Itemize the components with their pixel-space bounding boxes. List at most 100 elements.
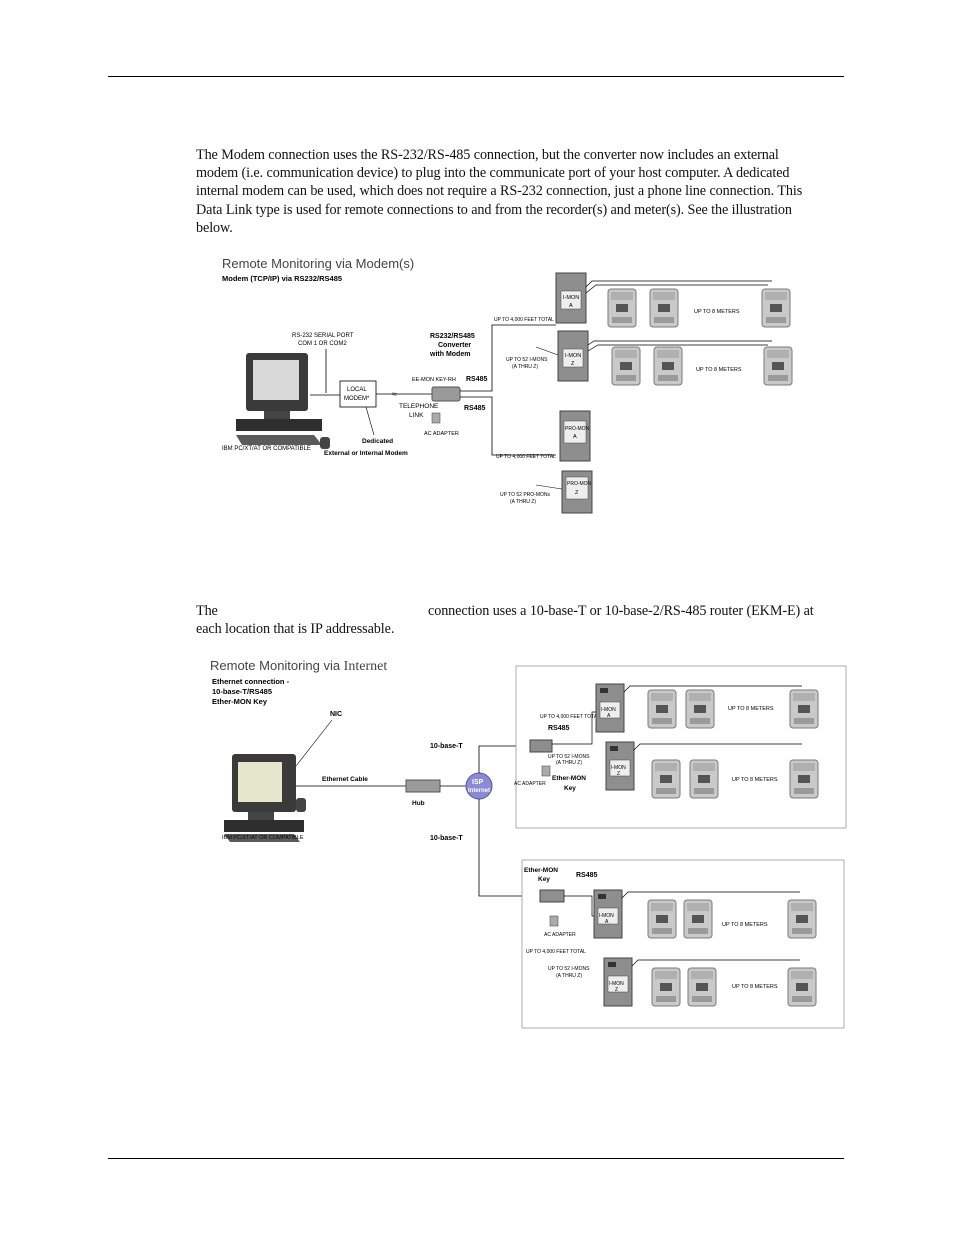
diagram-subtitle: Ethernet connection - bbox=[212, 677, 290, 686]
local-modem-label: MODEM* bbox=[344, 396, 370, 402]
telephone-label: LINK bbox=[409, 412, 424, 419]
ether-mon-key bbox=[539, 889, 565, 903]
meters-label: UP TO 8 METERS bbox=[732, 984, 778, 990]
meter-icon bbox=[651, 759, 681, 799]
hub-label: Hub bbox=[412, 800, 425, 807]
local-modem-label: LOCAL bbox=[347, 387, 367, 393]
meter-icon bbox=[685, 689, 715, 729]
imon-z-device: I-MON Z bbox=[603, 957, 633, 1007]
meter-icon bbox=[649, 288, 679, 328]
meter-icon bbox=[789, 689, 819, 729]
header-rule bbox=[108, 76, 844, 77]
meters-label: UP TO 8 METERS bbox=[732, 777, 778, 783]
imon-z-device: I-MON Z bbox=[605, 741, 635, 791]
meter-icon bbox=[689, 759, 719, 799]
hub-device bbox=[405, 779, 441, 793]
svg-text:Z: Z bbox=[617, 771, 620, 777]
svg-text:PRO-MON: PRO-MON bbox=[565, 426, 590, 432]
meter-icon bbox=[687, 967, 717, 1007]
text-line: internal modem can be used, which does n… bbox=[196, 183, 803, 200]
converter-label: RS232/RS485 bbox=[430, 333, 475, 340]
meters-label: UP TO 8 METERS bbox=[728, 706, 774, 712]
com-ports-label: COM 1 OR COM2 bbox=[298, 341, 347, 347]
svg-text:ISP: ISP bbox=[472, 779, 484, 786]
distance-label: UP TO 4,000 FEET TOTAL bbox=[496, 454, 556, 460]
computer-icon bbox=[224, 754, 306, 842]
rs485-label: RS485 bbox=[576, 872, 598, 879]
svg-text:I-MON: I-MON bbox=[599, 913, 614, 919]
svg-text:A: A bbox=[607, 713, 611, 719]
meter-icon bbox=[789, 759, 819, 799]
count-label: UP TO 52 I-MONS bbox=[506, 357, 548, 363]
ethernet-paragraph: The connection uses a 10-base-T or 10-ba… bbox=[196, 602, 836, 638]
converter-label: with Modem bbox=[429, 351, 470, 358]
local-modem-box: LOCAL MODEM* bbox=[339, 380, 377, 408]
meters-label: UP TO 8 METERS bbox=[696, 367, 742, 373]
distance-label: UP TO 4,000 FEET TOTAL bbox=[494, 317, 554, 323]
rs485-label: RS485 bbox=[464, 405, 486, 412]
text-line: below. bbox=[196, 219, 233, 236]
distance-label: UP TO 4,000 FEET TOTAL bbox=[526, 949, 586, 955]
svg-text:PRO-MON: PRO-MON bbox=[567, 481, 592, 487]
svg-text:Internet: Internet bbox=[468, 788, 490, 794]
meter-icon bbox=[647, 899, 677, 939]
svg-text:A: A bbox=[569, 303, 573, 309]
diagram-subtitle: 10-base-T/RS485 bbox=[212, 687, 272, 696]
count-label: UP TO 52 PRO-MONs bbox=[500, 492, 551, 498]
diagram-subtitle: Ether-MON Key bbox=[212, 697, 268, 706]
svg-text:Z: Z bbox=[615, 987, 618, 993]
ac-adapter-label: AC ADAPTER bbox=[514, 781, 546, 787]
meter-icon bbox=[763, 346, 793, 386]
cable-label: Ethernet Cable bbox=[322, 776, 368, 783]
promon-z-device: PRO-MON Z bbox=[561, 470, 593, 514]
count-label: (A THRU Z) bbox=[556, 973, 582, 979]
distance-label: UP TO 4,000 FEET TOTAL bbox=[540, 714, 600, 720]
svg-text:Z: Z bbox=[575, 490, 579, 496]
imon-a-device: I-MON A bbox=[593, 889, 623, 939]
meter-icon bbox=[787, 899, 817, 939]
text-line: Data Link type is used for remote connec… bbox=[196, 201, 792, 218]
key-label: Ether-MON bbox=[552, 775, 586, 782]
imon-z-device: I-MON Z bbox=[557, 330, 589, 382]
base-t-label: 10-base-T bbox=[430, 743, 463, 750]
svg-text:A: A bbox=[573, 434, 577, 440]
imon-a-device: I-MON A bbox=[555, 272, 587, 324]
svg-text:I-MON: I-MON bbox=[601, 707, 616, 713]
svg-text:I-MON: I-MON bbox=[609, 981, 624, 987]
internet-diagram: Remote Monitoring via Internet Ethernet … bbox=[196, 648, 870, 1036]
count-label: UP TO 52 I-MONS bbox=[548, 966, 590, 972]
dedicated-label: External or Internal Modem bbox=[324, 450, 408, 457]
svg-text:I-MON: I-MON bbox=[563, 295, 579, 301]
key-label: Key bbox=[564, 785, 576, 792]
footer-rule bbox=[108, 1158, 844, 1159]
ac-adapter-label: AC ADAPTER bbox=[544, 932, 576, 938]
count-label: (A THRU Z) bbox=[510, 499, 536, 505]
ether-mon-key bbox=[529, 739, 553, 753]
count-label: (A THRU Z) bbox=[556, 760, 582, 766]
text-line: The bbox=[196, 603, 218, 619]
converter-label: Converter bbox=[438, 342, 471, 349]
svg-text:A: A bbox=[605, 919, 609, 925]
diagram-title: Remote Monitoring via Internet bbox=[210, 658, 387, 674]
telephone-label: TELEPHONE bbox=[399, 403, 439, 410]
text-line: each location that is IP addressable. bbox=[196, 621, 395, 637]
imon-a-device: I-MON A bbox=[595, 683, 625, 733]
meter-icon bbox=[683, 899, 713, 939]
diagram-subtitle: Modem (TCP/IP) via RS232/RS485 bbox=[222, 274, 342, 283]
meter-icon bbox=[761, 288, 791, 328]
key-label: Key bbox=[538, 876, 550, 883]
diagram-title: Remote Monitoring via Modem(s) bbox=[222, 256, 414, 271]
count-label: (A THRU Z) bbox=[512, 364, 538, 370]
meter-icon bbox=[787, 967, 817, 1007]
text-line: The Modem connection uses the RS-232/RS-… bbox=[196, 147, 779, 163]
meter-icon bbox=[607, 288, 637, 328]
modem-diagram: Remote Monitoring via Modem(s) Modem (TC… bbox=[196, 245, 814, 527]
svg-text:Z: Z bbox=[571, 361, 575, 367]
pc-label: IBM PC/XT/AT OR COMPATIBLE bbox=[222, 446, 311, 452]
meter-icon bbox=[611, 346, 641, 386]
pc-label: IBM PC/XT/AT OR COMPATIBLE bbox=[222, 835, 304, 841]
isp-cloud: ISP Internet bbox=[465, 772, 493, 800]
promon-a-device: PRO-MON A bbox=[559, 410, 591, 462]
rs485-label: RS485 bbox=[548, 725, 570, 732]
text-line: connection uses a 10-base-T or 10-base-2… bbox=[428, 603, 814, 619]
